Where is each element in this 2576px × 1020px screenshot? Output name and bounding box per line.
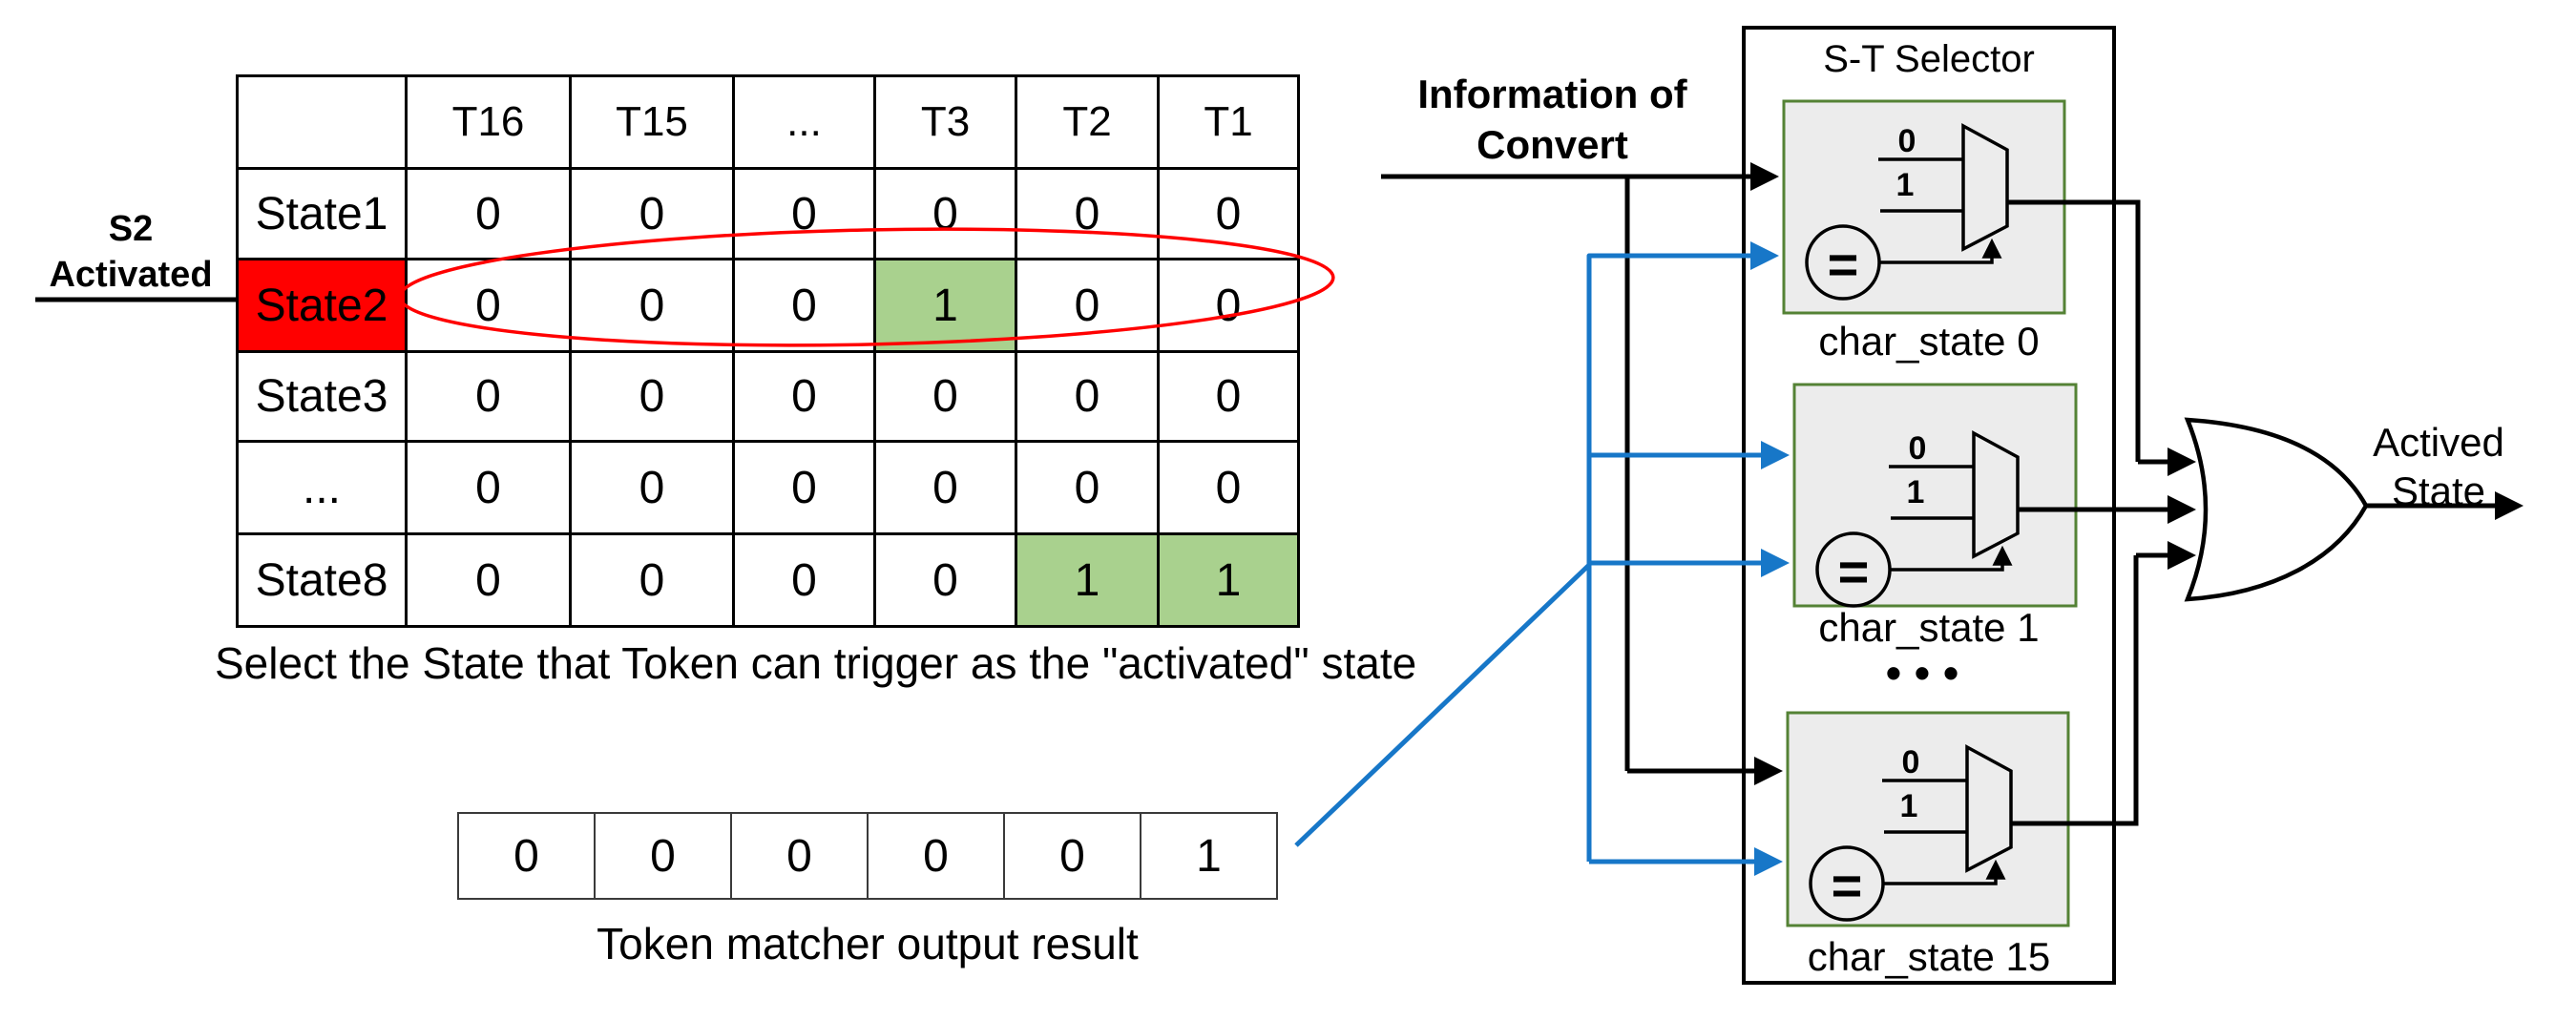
value-cell: 0 (873, 532, 1017, 628)
value-cell: 0 (1015, 258, 1160, 353)
convert-label-line1: Information of (1417, 72, 1687, 116)
row-label: State1 (236, 167, 408, 260)
token-result-diagonal-wire (1294, 563, 1591, 847)
value-cell: 0 (569, 440, 735, 535)
blue-wire-group (1294, 241, 1790, 876)
table-caption: Select the State that Token can trigger … (215, 638, 1417, 688)
value-cell: 0 (405, 532, 572, 628)
row-label: State8 (236, 532, 408, 628)
information-of-convert-label: Information of Convert (1369, 69, 1736, 170)
value-cell: 0 (405, 350, 572, 443)
value-cell: 0 (1157, 258, 1300, 353)
value-cell: 0 (1157, 440, 1300, 535)
value-cell: 0 (1015, 350, 1160, 443)
value-cell: 0 (405, 258, 572, 353)
token-output-cell: 0 (867, 812, 1005, 900)
actived-state-line1: Actived (2373, 420, 2504, 465)
actived-state-label: Actived State (2343, 418, 2534, 515)
value-cell: 0 (569, 350, 735, 443)
column-header: T3 (873, 74, 1017, 170)
token-output-cell: 0 (1003, 812, 1141, 900)
units-ellipsis: ••• (1885, 648, 1973, 697)
value-cell: 0 (1015, 167, 1160, 260)
st-selector-box (1742, 26, 2116, 985)
value-cell: 0 (569, 167, 735, 260)
value-cell: 0 (732, 440, 876, 535)
char-state-1-label: char_state 1 (1818, 605, 2040, 650)
value-cell: 0 (1157, 350, 1300, 443)
value-cell: 0 (1015, 440, 1160, 535)
actived-state-line2: State (2391, 468, 2486, 513)
value-cell: 0 (732, 258, 876, 353)
column-header (236, 74, 408, 170)
value-cell: 0 (873, 167, 1017, 260)
value-cell: 0 (732, 532, 876, 628)
row-label: ... (236, 440, 408, 535)
activated-label-line1: S2 (108, 209, 154, 249)
token-matcher-output-label: Token matcher output result (597, 919, 1139, 968)
row-label: State3 (236, 350, 408, 443)
or-gate (2184, 417, 2369, 602)
activated-state-pointer-label: S2 Activated (16, 206, 245, 298)
column-header: T2 (1015, 74, 1160, 170)
value-cell: 1 (873, 258, 1017, 353)
row-label: State2 (236, 258, 408, 353)
token-output-cell: 0 (594, 812, 732, 900)
value-cell: 0 (873, 350, 1017, 443)
value-cell: 0 (569, 258, 735, 353)
value-cell: 0 (732, 167, 876, 260)
value-cell: 1 (1015, 532, 1160, 628)
value-cell: 0 (1157, 167, 1300, 260)
activated-label-line2: Activated (49, 255, 213, 295)
value-cell: 0 (732, 350, 876, 443)
value-cell: 0 (873, 440, 1017, 535)
value-cell: 0 (405, 440, 572, 535)
value-cell: 1 (1157, 532, 1300, 628)
token-output-cell: 0 (457, 812, 596, 900)
column-header: T1 (1157, 74, 1300, 170)
char-state-15-label: char_state 15 (1807, 934, 2051, 979)
column-header: T16 (405, 74, 572, 170)
char-state-0-label: char_state 0 (1818, 319, 2040, 364)
token-output-cell: 1 (1140, 812, 1278, 900)
column-header: ... (732, 74, 876, 170)
column-header: T15 (569, 74, 735, 170)
value-cell: 0 (405, 167, 572, 260)
value-cell: 0 (569, 532, 735, 628)
st-selector-title: S-T Selector (1823, 38, 2035, 80)
token-output-cell: 0 (730, 812, 869, 900)
convert-label-line2: Convert (1476, 122, 1628, 167)
